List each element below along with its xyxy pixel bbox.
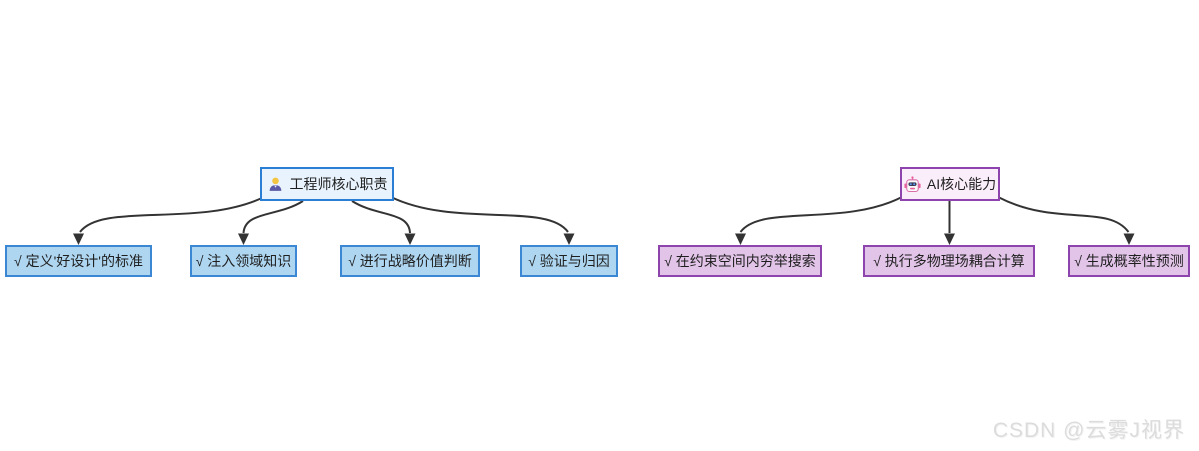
edge-ai-child1	[739, 196, 903, 233]
robot-icon	[904, 175, 921, 193]
watermark: CSDN @云雾J视界	[992, 419, 1185, 442]
root-label: 工程师核心职责	[289, 176, 388, 192]
leaf-node-verify-attribute: √ 验证与归因	[520, 245, 618, 277]
root-node-ai: AI核心能力	[900, 167, 1000, 201]
edge-engineer-child4	[390, 196, 569, 233]
edge-engineer-child3	[351, 200, 411, 234]
leaf-label: √ 验证与归因	[528, 253, 610, 269]
root-label: AI核心能力	[926, 176, 997, 192]
leaf-label: √ 在约束空间内穷举搜索	[664, 253, 816, 269]
leaf-label: √ 生成概率性预测	[1074, 253, 1184, 269]
leaf-node-define-standards: √ 定义'好设计'的标准	[5, 245, 152, 277]
arrowhead	[563, 233, 575, 245]
arrowhead	[404, 233, 416, 245]
arrowhead	[735, 233, 746, 245]
leaf-label: √ 执行多物理场耦合计算	[873, 253, 1025, 269]
leaf-label: √ 定义'好设计'的标准	[14, 253, 143, 269]
leaf-node-multiphysics-computation: √ 执行多物理场耦合计算	[863, 245, 1035, 277]
leaf-label: √ 注入领域知识	[195, 253, 292, 269]
leaf-node-strategic-judgment: √ 进行战略价值判断	[340, 245, 480, 277]
arrowhead	[238, 233, 249, 245]
leaf-node-probabilistic-prediction: √ 生成概率性预测	[1068, 245, 1190, 277]
edge-engineer-child1	[79, 196, 265, 233]
leaf-node-exhaustive-search: √ 在约束空间内穷举搜索	[658, 245, 822, 277]
person-icon	[267, 176, 284, 193]
root-node-engineer: 工程师核心职责	[260, 167, 394, 201]
edge-ai-child3	[997, 196, 1130, 233]
arrowhead	[944, 233, 955, 245]
arrowhead	[73, 233, 84, 245]
arrowhead	[1123, 233, 1135, 245]
edge-engineer-child2	[242, 200, 304, 234]
leaf-node-domain-knowledge: √ 注入领域知识	[190, 245, 297, 277]
leaf-label: √ 进行战略价值判断	[348, 253, 472, 269]
